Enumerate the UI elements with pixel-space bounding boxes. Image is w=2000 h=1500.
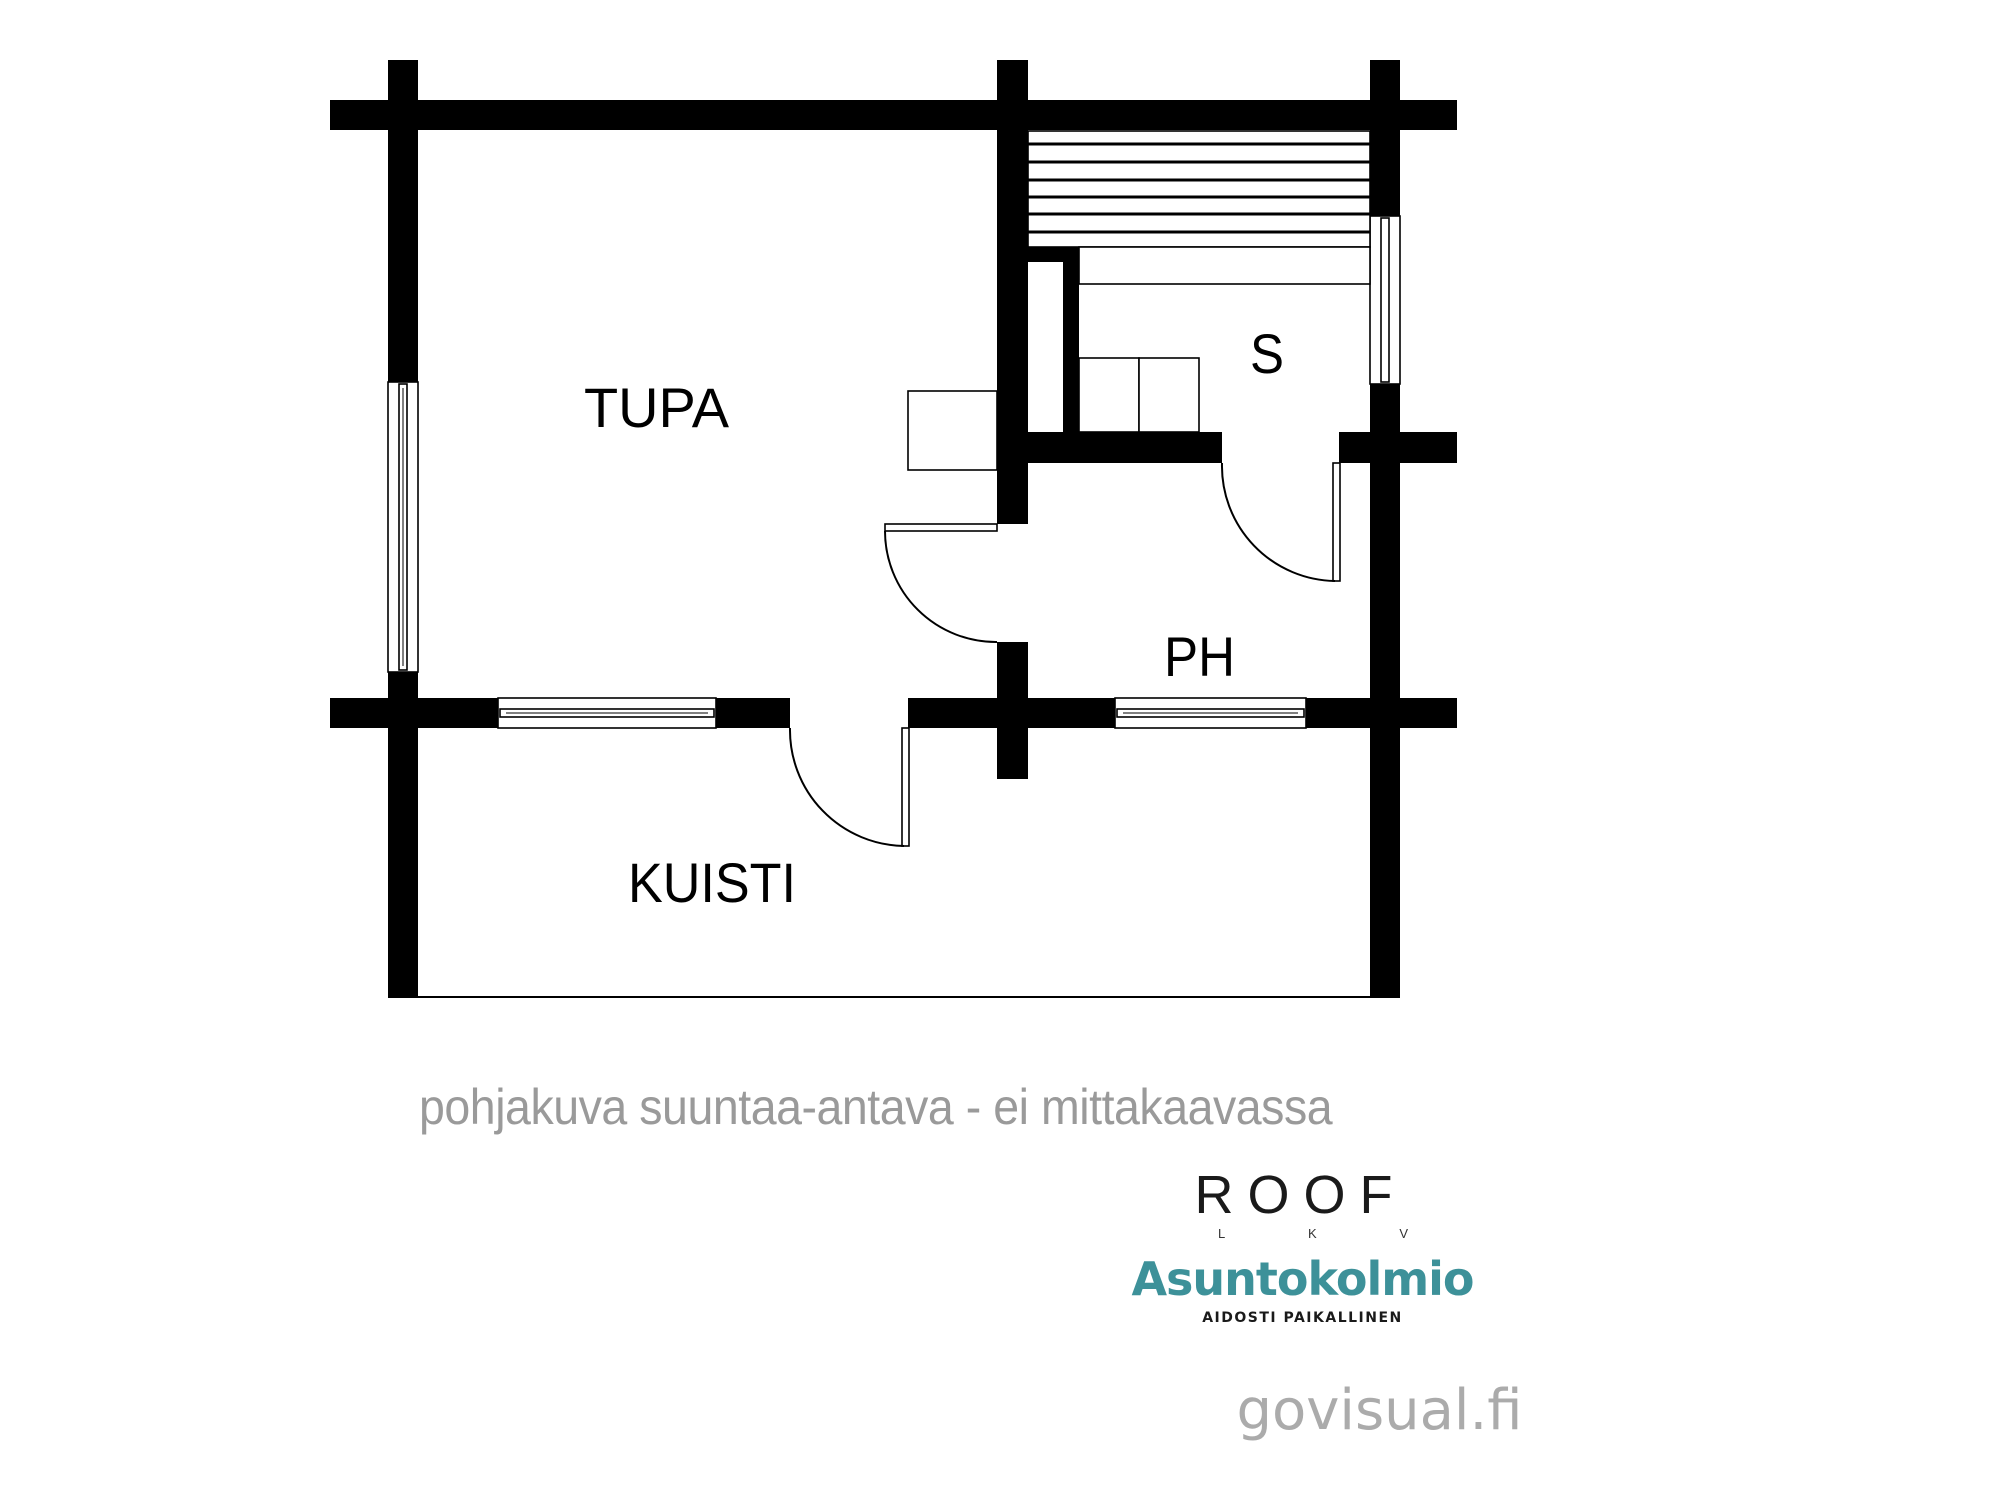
wall-sauna-bottom — [997, 432, 1222, 463]
stove-partition — [1063, 247, 1079, 433]
window-sauna — [1369, 215, 1401, 385]
roof-logo-sub: L K V — [1218, 1226, 1408, 1241]
window-left — [387, 381, 419, 673]
wall-right-lower — [1370, 384, 1400, 998]
wall-top — [330, 100, 1457, 130]
walls — [330, 60, 1457, 998]
window-ph — [1114, 697, 1307, 729]
disclaimer-caption: pohjakuva suuntaa-antava - ei mittakaava… — [419, 1079, 1333, 1135]
room-label-kuisti: KUISTI — [628, 851, 796, 914]
door-sauna — [1220, 462, 1341, 582]
watermark: govisual.fi — [1236, 1378, 1523, 1443]
asuntokolmio-tagline: AIDOSTI PAIKALLINEN — [1202, 1310, 1403, 1326]
sauna-benches — [1027, 130, 1371, 285]
wall-right-upper — [1370, 60, 1400, 216]
window-tupa — [497, 697, 717, 729]
roof-sub-v: V — [1399, 1226, 1408, 1241]
wall-bottom-right — [1306, 698, 1457, 728]
sauna-heater — [1078, 357, 1200, 433]
wall-left-upper — [388, 60, 418, 382]
room-label-ph: PH — [1164, 625, 1235, 688]
windows — [387, 215, 1401, 729]
roof-sub-k: K — [1307, 1226, 1317, 1241]
roof-sub-l: L — [1218, 1226, 1226, 1241]
door-tupa — [884, 523, 998, 644]
wall-bottom-left — [330, 698, 498, 728]
fireplace — [907, 390, 998, 471]
roof-logo: ROOF — [1194, 1165, 1407, 1225]
door-entrance — [788, 727, 910, 847]
wall-sauna-bottom-right — [1339, 432, 1457, 463]
asuntokolmio-logo: Asuntokolmio — [1131, 1252, 1474, 1306]
room-label-sauna: S — [1250, 322, 1284, 385]
room-label-tupa: TUPA — [584, 376, 730, 439]
wall-bottom-mid-left — [716, 698, 790, 728]
wall-bottom-mid — [908, 698, 1115, 728]
